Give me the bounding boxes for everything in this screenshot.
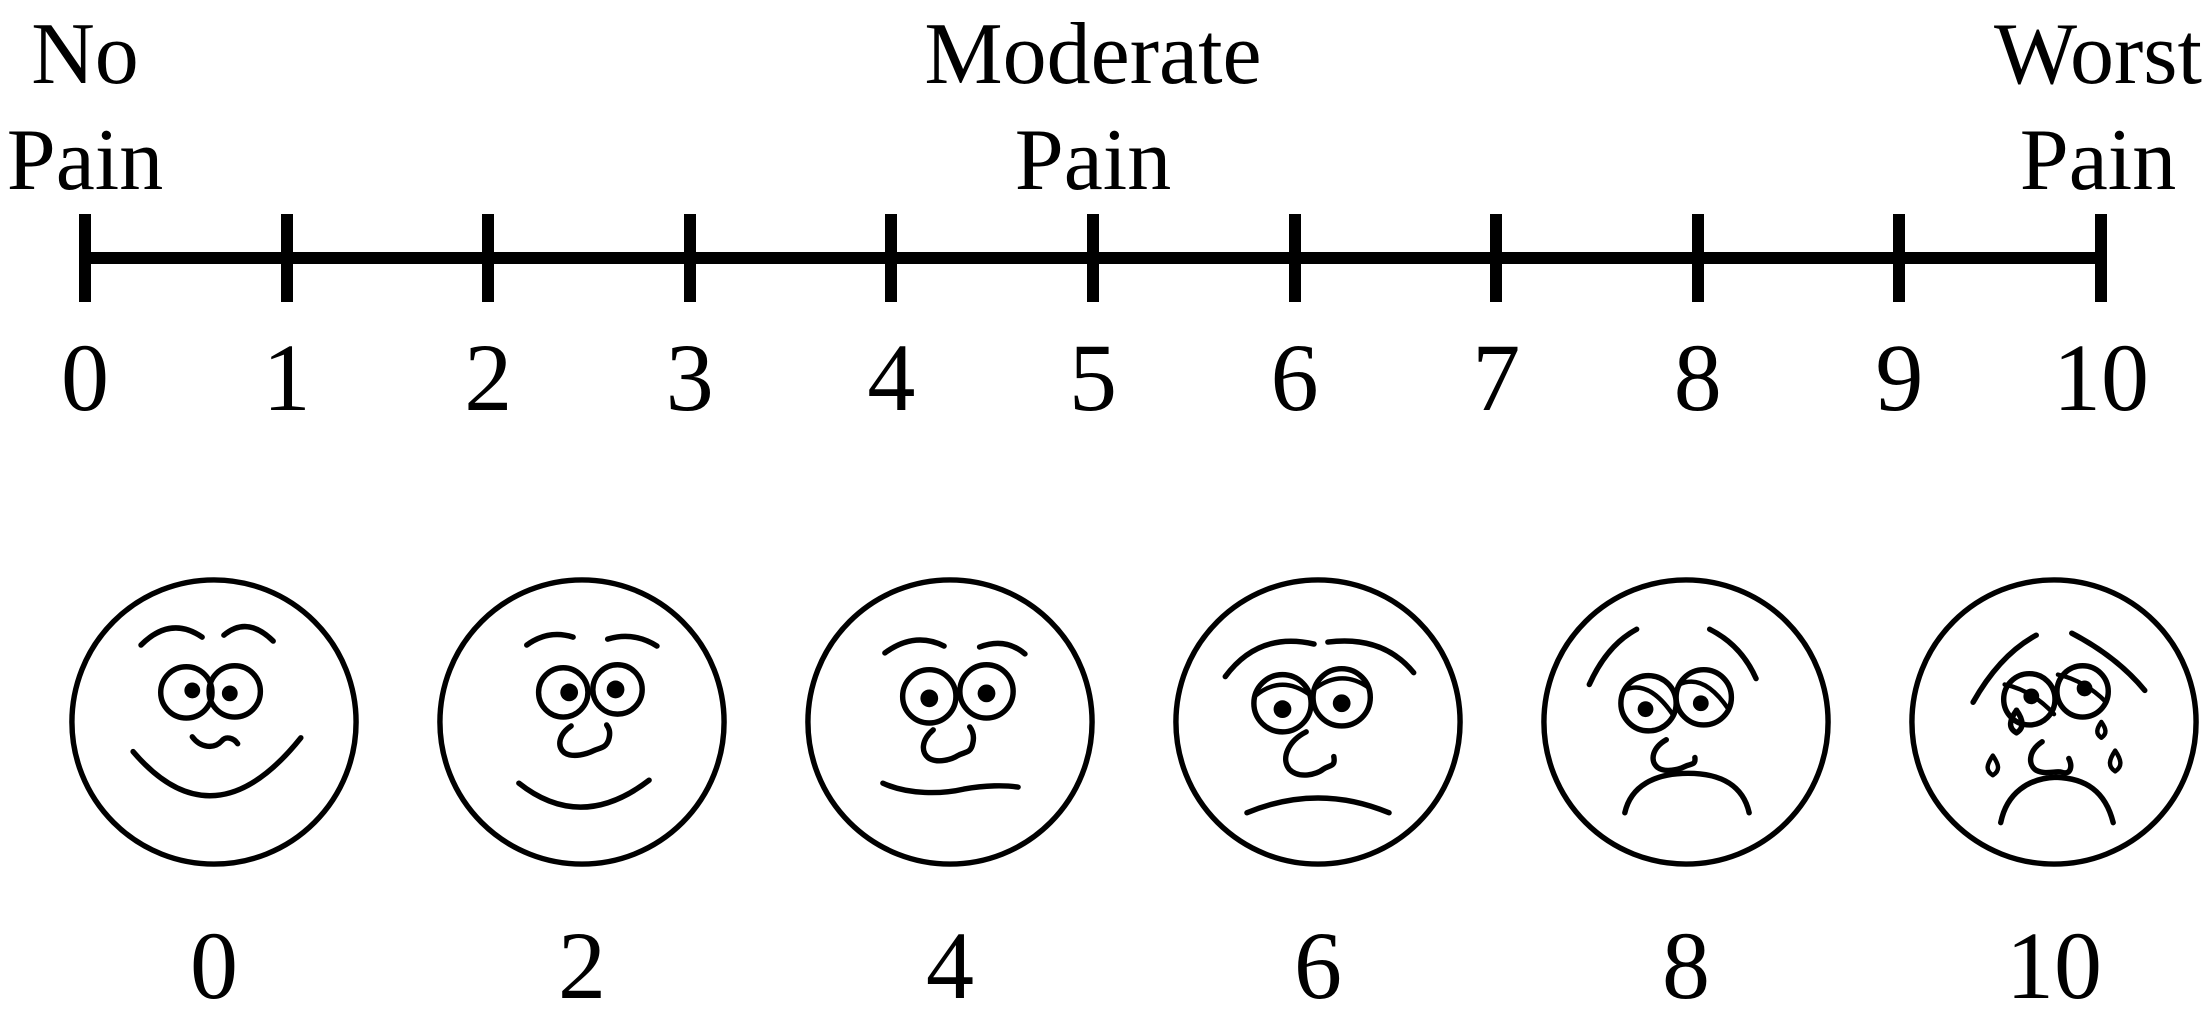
tick-label-0: 0 xyxy=(61,324,109,431)
face-option-2[interactable] xyxy=(434,574,730,870)
anchor-moderate-pain-line1: Moderate xyxy=(924,6,1262,103)
tick-label-1: 1 xyxy=(262,324,311,431)
tick-mark-2 xyxy=(482,214,495,302)
face-value-label-10: 10 xyxy=(2006,912,2102,1011)
face-option-8[interactable] xyxy=(1538,574,1834,870)
tick-label-5: 5 xyxy=(1069,324,1117,431)
neutral-face-icon xyxy=(805,577,1095,867)
tick-label-6: 6 xyxy=(1270,324,1319,431)
anchor-no-pain-line1: No xyxy=(31,6,139,103)
anchor-no-pain-line2: Pain xyxy=(6,111,164,209)
sad-face-icon xyxy=(1541,577,1831,867)
face-option-6[interactable] xyxy=(1170,574,1466,870)
anchor-moderate-pain: Moderate Pain xyxy=(924,2,1261,213)
face-value-label-2: 2 xyxy=(558,912,606,1011)
smiling-face-icon xyxy=(69,577,359,867)
face-value-label-0: 0 xyxy=(190,912,238,1011)
crying-face-icon xyxy=(1909,577,2199,867)
anchor-worst-pain-line2: Pain xyxy=(2019,111,2177,209)
face-option-0[interactable] xyxy=(66,574,362,870)
face-value-label-8: 8 xyxy=(1662,912,1710,1011)
worried-face-icon xyxy=(1173,577,1463,867)
tick-mark-7 xyxy=(1490,214,1503,302)
anchor-worst-pain-line1: Worst xyxy=(1993,6,2203,103)
tick-mark-6 xyxy=(1288,214,1301,302)
tick-label-10: 10 xyxy=(2053,324,2149,431)
tick-mark-8 xyxy=(1691,214,1704,302)
tick-mark-5 xyxy=(1087,214,1099,302)
face-option-10[interactable] xyxy=(1906,574,2202,870)
tick-label-7: 7 xyxy=(1472,324,1521,431)
tick-mark-3 xyxy=(683,214,696,302)
face-value-label-4: 4 xyxy=(926,912,974,1011)
tick-mark-0 xyxy=(79,214,91,302)
tick-label-4: 4 xyxy=(867,324,916,431)
tick-label-2: 2 xyxy=(464,324,513,431)
tick-mark-9 xyxy=(1893,214,1906,302)
tick-mark-4 xyxy=(885,214,898,302)
tick-label-8: 8 xyxy=(1673,324,1722,431)
anchor-worst-pain: Worst Pain xyxy=(1994,2,2202,213)
face-value-label-6: 6 xyxy=(1294,912,1342,1011)
tick-label-9: 9 xyxy=(1875,324,1924,431)
tick-mark-1 xyxy=(280,214,293,302)
tick-mark-10 xyxy=(2095,214,2107,302)
face-option-4[interactable] xyxy=(802,574,1098,870)
tick-label-3: 3 xyxy=(665,324,714,431)
anchor-no-pain: No Pain xyxy=(7,2,163,213)
slight-smile-face-icon xyxy=(437,577,727,867)
anchor-moderate-pain-line2: Pain xyxy=(1014,111,1172,209)
